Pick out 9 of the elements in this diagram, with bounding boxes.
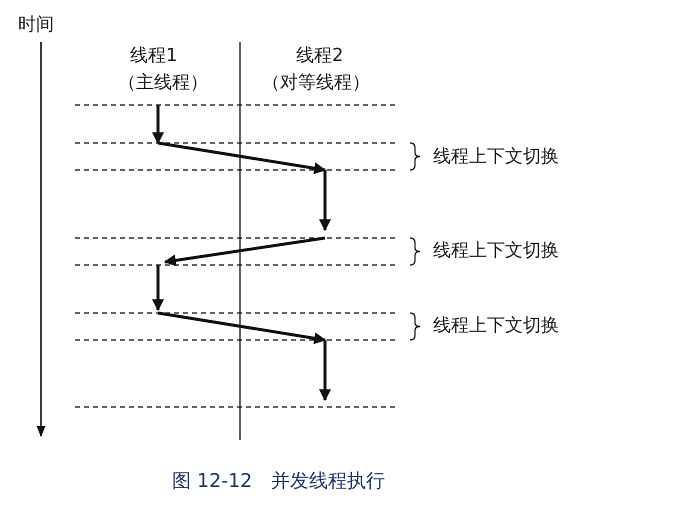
axis-label: 时间 (18, 14, 54, 36)
switch-label: 线程上下文切换 (433, 146, 559, 168)
column-header: （主线程） (118, 72, 208, 94)
switch-label: 线程上下文切换 (433, 315, 559, 337)
column-header: （对等线程） (262, 72, 370, 94)
figure-caption: 图 12-12 并发线程执行 (172, 470, 386, 492)
column-header: 线程2 (296, 45, 344, 67)
column-header: 线程1 (130, 45, 178, 67)
switch-label: 线程上下文切换 (433, 240, 559, 262)
